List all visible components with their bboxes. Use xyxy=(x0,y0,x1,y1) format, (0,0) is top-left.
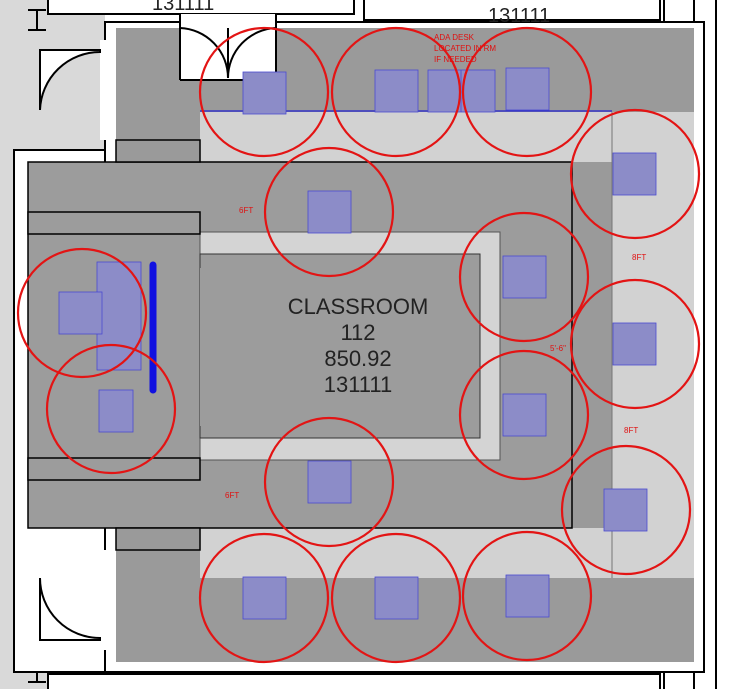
dimension-label-right-upper: 8FT xyxy=(632,253,646,262)
desk xyxy=(505,574,550,618)
desk xyxy=(98,389,134,433)
spacing-circle xyxy=(461,26,593,158)
spacing-circle xyxy=(198,26,330,158)
spacing-circle xyxy=(569,108,701,240)
spacing-circle xyxy=(263,146,395,278)
dimension-label-top: 6FT xyxy=(239,206,253,215)
desk xyxy=(307,460,352,504)
spacing-circle-group xyxy=(16,26,701,664)
spacing-circle xyxy=(569,278,701,410)
desk xyxy=(242,576,287,620)
room-code: 131111 xyxy=(324,372,393,397)
spacing-circle xyxy=(461,530,593,662)
adjacent-room-label-left: 131111 xyxy=(152,0,214,15)
desk xyxy=(612,152,657,196)
desk xyxy=(502,255,547,299)
desk xyxy=(612,322,657,366)
desk-group xyxy=(58,67,657,620)
spacing-circle xyxy=(198,532,330,664)
adjacent-room-label-right: 131111 xyxy=(488,5,550,27)
spacing-circle xyxy=(16,247,148,379)
spacing-circle xyxy=(560,444,692,576)
dimension-label-right-middle: 5'-6" xyxy=(550,344,566,353)
door-swing-top xyxy=(39,49,101,111)
room-area: 850.92 xyxy=(324,346,391,371)
desk xyxy=(242,71,287,115)
room-name: CLASSROOM xyxy=(288,294,429,319)
adjacent-room-top-right xyxy=(363,0,661,21)
room-number: 112 xyxy=(340,320,375,345)
column-icon-top xyxy=(28,9,46,31)
adjacent-room-bottom xyxy=(47,673,661,689)
spacing-circle xyxy=(330,532,462,664)
desk xyxy=(307,190,352,234)
spacing-circle xyxy=(330,26,462,158)
desk xyxy=(603,488,648,532)
spacing-circle xyxy=(458,211,590,343)
door-swing-bottom xyxy=(39,577,101,641)
dimension-label-right-lower: 8FT xyxy=(624,426,638,435)
desk xyxy=(374,69,419,113)
spacing-circle xyxy=(263,416,395,548)
dimension-label-bottom: 6FT xyxy=(225,491,239,500)
spacing-circle xyxy=(458,349,590,481)
desk xyxy=(505,67,550,111)
ada-note-line3: IF NEEDED xyxy=(434,55,477,64)
aisle-bottom xyxy=(200,528,612,578)
double-door-top xyxy=(179,14,277,81)
ada-note-line1: ADA DESK xyxy=(434,33,475,42)
desk xyxy=(502,393,547,437)
spacing-circle xyxy=(45,343,177,475)
desk xyxy=(58,291,103,335)
ada-note-line2: LOCATED IN RM xyxy=(434,44,496,53)
desk xyxy=(374,576,419,620)
ada-desk xyxy=(427,69,496,113)
